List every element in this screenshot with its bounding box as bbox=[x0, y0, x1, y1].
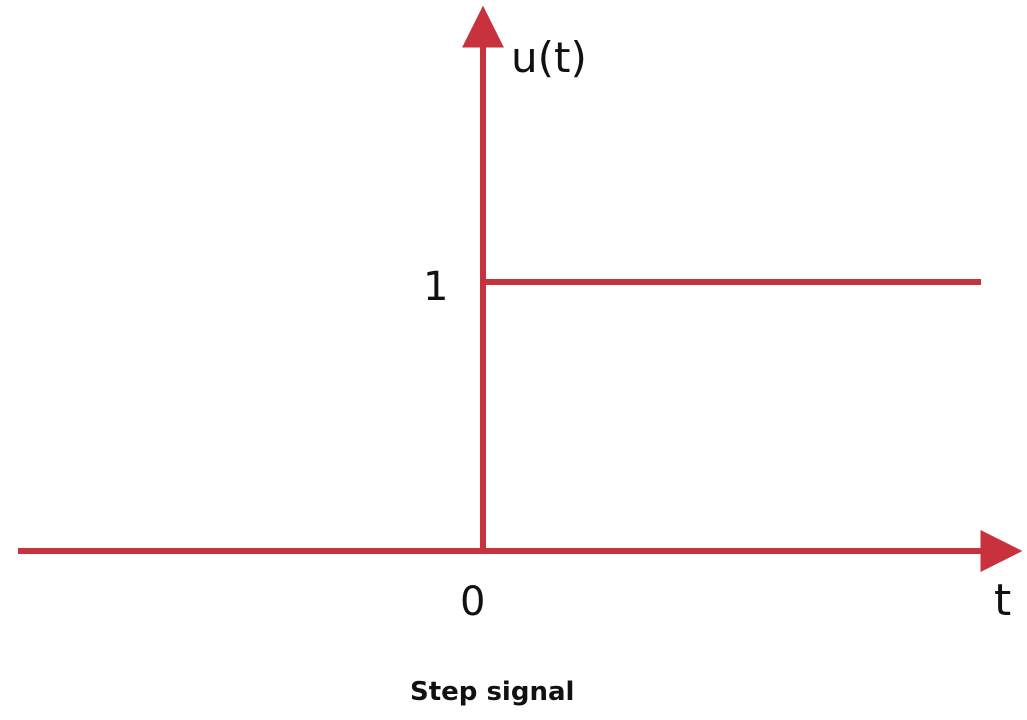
x-axis-label: t bbox=[994, 575, 1011, 626]
x-tick-zero-label: 0 bbox=[460, 579, 485, 625]
y-tick-one-label: 1 bbox=[423, 264, 448, 310]
y-axis-label: u(t) bbox=[511, 33, 587, 82]
chart-title: Step signal bbox=[410, 677, 574, 707]
